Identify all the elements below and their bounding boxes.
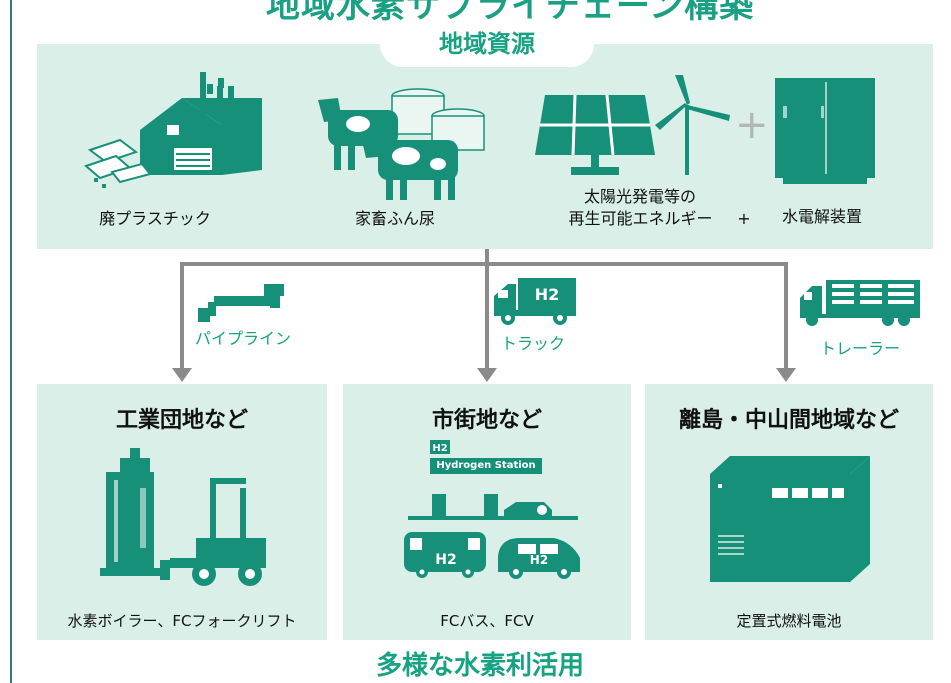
boiler-forklift-icon — [100, 448, 266, 586]
transport-label-pipeline: パイプライン — [194, 329, 291, 348]
factory-icon — [84, 72, 262, 188]
bus-h2-badge: H2 — [435, 552, 456, 568]
truck-h2-badge: H2 — [535, 285, 560, 304]
transport-label-trailer: トレーラー — [819, 339, 900, 358]
resource-label-manure: 家畜ふん尿 — [354, 209, 435, 228]
destination-title-urban: 市街地など — [431, 408, 542, 433]
resource-label-plastic: 廃プラスチック — [99, 209, 211, 228]
destination-label-industrial: 水素ボイラー、FCフォークリフト — [67, 612, 297, 630]
truck-icon: H2 — [494, 278, 576, 325]
resource-plus-inline: + — [737, 209, 751, 228]
station-h2-badge: H2 — [432, 443, 447, 454]
station-sign: Hydrogen Station — [436, 460, 535, 471]
footer-title: 多様な水素利活用 — [375, 651, 584, 681]
destination-label-urban: FCバス、FCV — [440, 612, 534, 630]
cows-icon — [318, 88, 485, 200]
destination-label-remote: 定置式燃料電池 — [736, 612, 842, 630]
resource-label-electrolyzer: 水電解装置 — [781, 207, 862, 226]
connector-trunk — [485, 249, 489, 265]
electrolyzer-icon — [775, 78, 875, 184]
car-h2-badge: H2 — [530, 553, 548, 567]
resource-label-renewable-1: 太陽光発電等の — [583, 187, 696, 206]
resources-heading: 地域資源 — [380, 21, 594, 67]
trailer-icon — [800, 280, 920, 326]
solar-wind-icon — [535, 75, 730, 175]
destination-title-industrial: 工業団地など — [115, 408, 248, 433]
destination-panel-industrial — [37, 384, 327, 640]
connector-bar — [180, 262, 788, 266]
pipeline-icon — [198, 284, 284, 322]
arrowhead-right — [776, 368, 796, 382]
resource-label-renewable-2: 再生可能エネルギー — [568, 209, 713, 228]
left-border-line — [10, 0, 12, 683]
connector-center — [485, 262, 489, 372]
station-vehicles-icon: H2 Hydrogen Station H2 H2 — [404, 440, 580, 579]
transport-label-truck: トラック — [500, 334, 565, 353]
fuel-cell-icon — [710, 456, 870, 582]
page-title: 地域水素サプライチェーン構築 — [265, 0, 755, 26]
arrowhead-left — [172, 368, 192, 382]
arrowhead-center — [477, 368, 497, 382]
connector-left — [180, 262, 184, 372]
plus-icon: + — [735, 102, 769, 148]
connector-right — [784, 262, 788, 372]
destination-title-remote: 離島・中山間地域など — [678, 408, 899, 433]
